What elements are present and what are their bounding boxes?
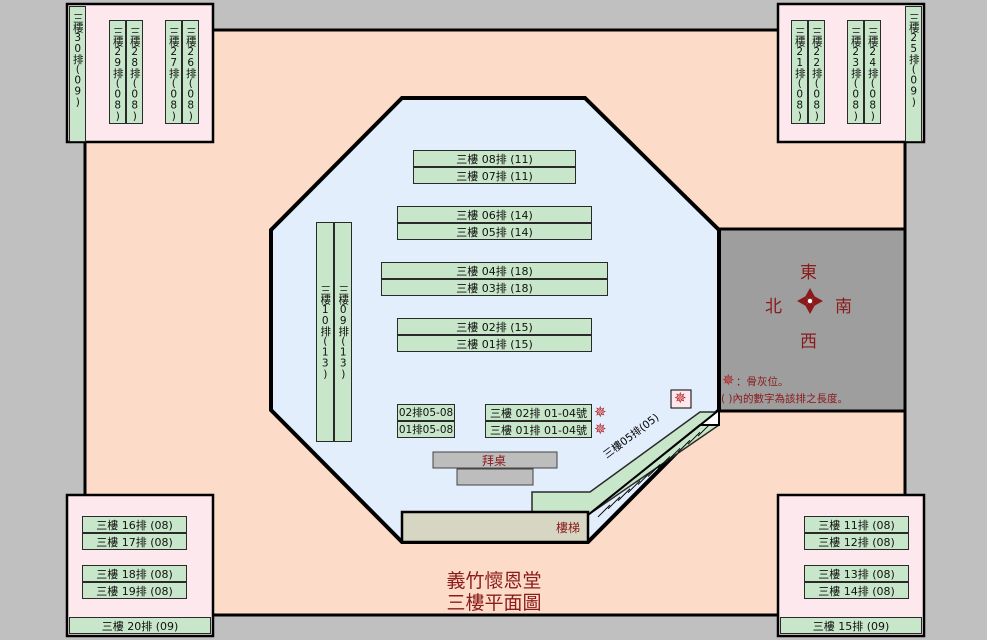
row-01-seats-01-04[interactable]: 三樓 01排 01-04號 [485, 421, 592, 438]
row-14[interactable]: 三樓 14排 (08) [804, 582, 909, 599]
row-05[interactable]: 三樓 05排 (14) [397, 223, 592, 240]
stair-landing [400, 510, 590, 544]
urn-niche-marker [670, 389, 692, 409]
row-28[interactable]: 三樓28排(08) [126, 20, 143, 124]
stair-tread [647, 464, 661, 477]
stair-tread [677, 439, 691, 453]
legend-paren-note: ( )內的數字為該排之長度。 [721, 393, 849, 405]
legend-star-note: ：骨灰位。 [736, 376, 789, 388]
compass-west: 西 [800, 332, 817, 352]
row-16[interactable]: 三樓 16排 (08) [82, 516, 187, 533]
stair-tread [657, 456, 671, 469]
urn-star-icon: ✵ [594, 403, 607, 421]
stair-tread [667, 447, 681, 461]
row-30[interactable]: 三樓30排(09) [69, 6, 86, 142]
row-04[interactable]: 三樓 04排 (18) [381, 262, 608, 279]
plan-title-line2: 三樓平面圖 [446, 592, 542, 614]
compass-south: 南 [835, 297, 852, 317]
stair-tread [697, 423, 711, 437]
row-02-seats-01-04[interactable]: 三樓 02排 01-04號 [485, 404, 592, 421]
row-09[interactable]: 三樓09排(13) [334, 222, 352, 442]
row-27[interactable]: 三樓27排(08) [165, 20, 182, 124]
stair-tread [627, 480, 641, 494]
row-26[interactable]: 三樓26排(08) [182, 20, 199, 124]
row-06[interactable]: 三樓 06排 (14) [397, 206, 592, 223]
row-07[interactable]: 三樓 07排 (11) [413, 167, 576, 184]
row-03[interactable]: 三樓 03排 (18) [381, 279, 608, 296]
row-13[interactable]: 三樓 13排 (08) [804, 565, 909, 582]
altar-table [432, 451, 558, 469]
compass-icon [797, 288, 823, 314]
stairs-label: 樓梯 [556, 521, 581, 535]
stair-tread [597, 504, 611, 518]
row-20[interactable]: 三樓 20排 (09) [69, 617, 211, 634]
row-25[interactable]: 三樓25排(09) [905, 6, 922, 142]
row-01-seats-05-08[interactable]: 01排05-08 [397, 421, 455, 438]
row-17[interactable]: 三樓 17排 (08) [82, 533, 187, 550]
urn-star-icon: ✵ [594, 420, 607, 438]
altar-label: 拜桌 [482, 454, 507, 468]
stair-tread [637, 472, 651, 485]
altar-table-lower [456, 468, 534, 486]
row-19[interactable]: 三樓 19排 (08) [82, 582, 187, 599]
row-18[interactable]: 三樓 18排 (08) [82, 565, 187, 582]
staircase [587, 407, 720, 542]
row-24[interactable]: 三樓24排(08) [864, 20, 881, 124]
row-22[interactable]: 三樓22排(08) [808, 20, 825, 124]
compass-north: 北 [765, 297, 782, 317]
plan-title-line1: 義竹懷恩堂 [446, 570, 542, 592]
row-01[interactable]: 三樓 01排 (15) [397, 335, 592, 352]
row-12[interactable]: 三樓 12排 (08) [804, 533, 909, 550]
row-02-seats-05-08[interactable]: 02排05-08 [397, 404, 455, 421]
row-21[interactable]: 三樓21排(08) [791, 20, 808, 124]
row-08[interactable]: 三樓 08排 (11) [413, 150, 576, 167]
row-10[interactable]: 三樓10排(13) [316, 222, 334, 442]
row-15[interactable]: 三樓 15排 (09) [780, 617, 922, 634]
stair-tread [617, 488, 631, 502]
row-23[interactable]: 三樓23排(08) [847, 20, 864, 124]
row-11[interactable]: 三樓 11排 (08) [804, 516, 909, 533]
row-29[interactable]: 三樓29排(08) [109, 20, 126, 124]
stair-tread [687, 431, 701, 445]
east-gray-room [717, 227, 907, 413]
compass-east: 東 [800, 263, 817, 283]
urn-star-icon: ✵ [674, 389, 687, 407]
stair-tread [607, 496, 621, 510]
legend-star-icon: ✵ [722, 371, 735, 389]
row-02[interactable]: 三樓 02排 (15) [397, 318, 592, 335]
